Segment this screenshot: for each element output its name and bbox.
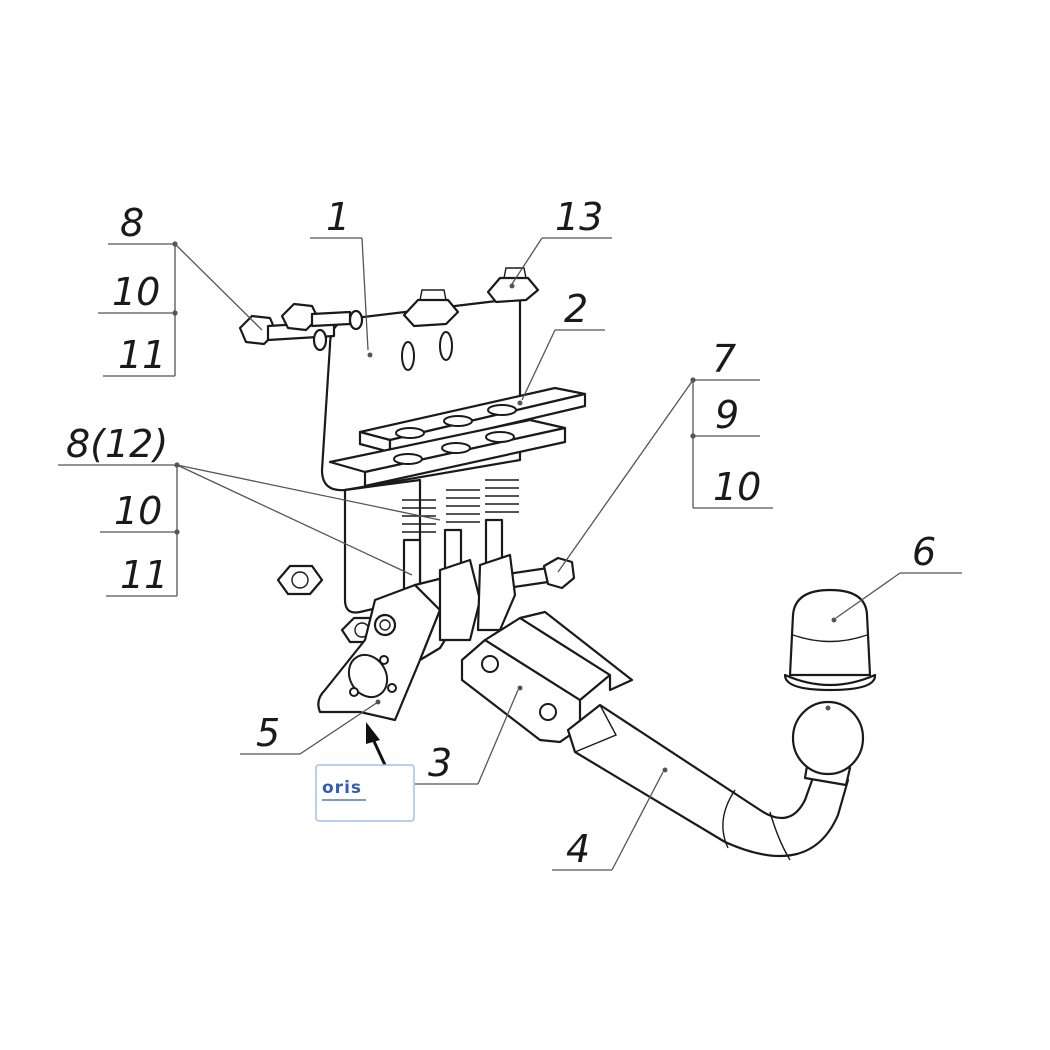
callout-6: 6 bbox=[912, 530, 936, 574]
callout-9: 9 bbox=[715, 393, 739, 437]
part-8-top-bolts bbox=[238, 302, 364, 352]
callout-7: 7 bbox=[712, 337, 736, 381]
callout-leaders bbox=[58, 237, 962, 871]
part-6-ball-cap bbox=[783, 588, 877, 692]
callout-2: 2 bbox=[564, 287, 588, 331]
callout-10-right: 10 bbox=[713, 465, 761, 509]
callout-13: 13 bbox=[555, 195, 603, 239]
part-4-tow-bar bbox=[566, 703, 850, 861]
part-13-top-nuts bbox=[402, 267, 540, 328]
callout-4: 4 bbox=[566, 827, 590, 871]
callout-11-top: 11 bbox=[118, 333, 166, 377]
callout-10-mid: 10 bbox=[114, 489, 162, 533]
callout-10-top: 10 bbox=[112, 270, 160, 314]
callout-1: 1 bbox=[326, 195, 350, 239]
logo-frame bbox=[315, 764, 415, 822]
callout-3: 3 bbox=[428, 741, 452, 785]
part-3-mount-block bbox=[460, 610, 634, 744]
crossbeam-lugs bbox=[438, 553, 517, 642]
callout-numbers: 8 10 11 1 13 2 7 9 10 8(12) 10 11 6 5 3 … bbox=[66, 195, 936, 871]
oris-logo: oris bbox=[315, 764, 415, 822]
part-2-plates bbox=[328, 386, 587, 488]
loose-nuts bbox=[276, 564, 382, 644]
callout-8-12: 8(12) bbox=[66, 422, 168, 466]
logo-text: oris bbox=[322, 778, 362, 798]
callout-8-top: 8 bbox=[120, 201, 144, 245]
callout-5: 5 bbox=[256, 711, 280, 755]
tow-ball bbox=[791, 700, 865, 787]
logo-pointer-arrow bbox=[366, 722, 387, 766]
callout-11-mid: 11 bbox=[120, 553, 168, 597]
